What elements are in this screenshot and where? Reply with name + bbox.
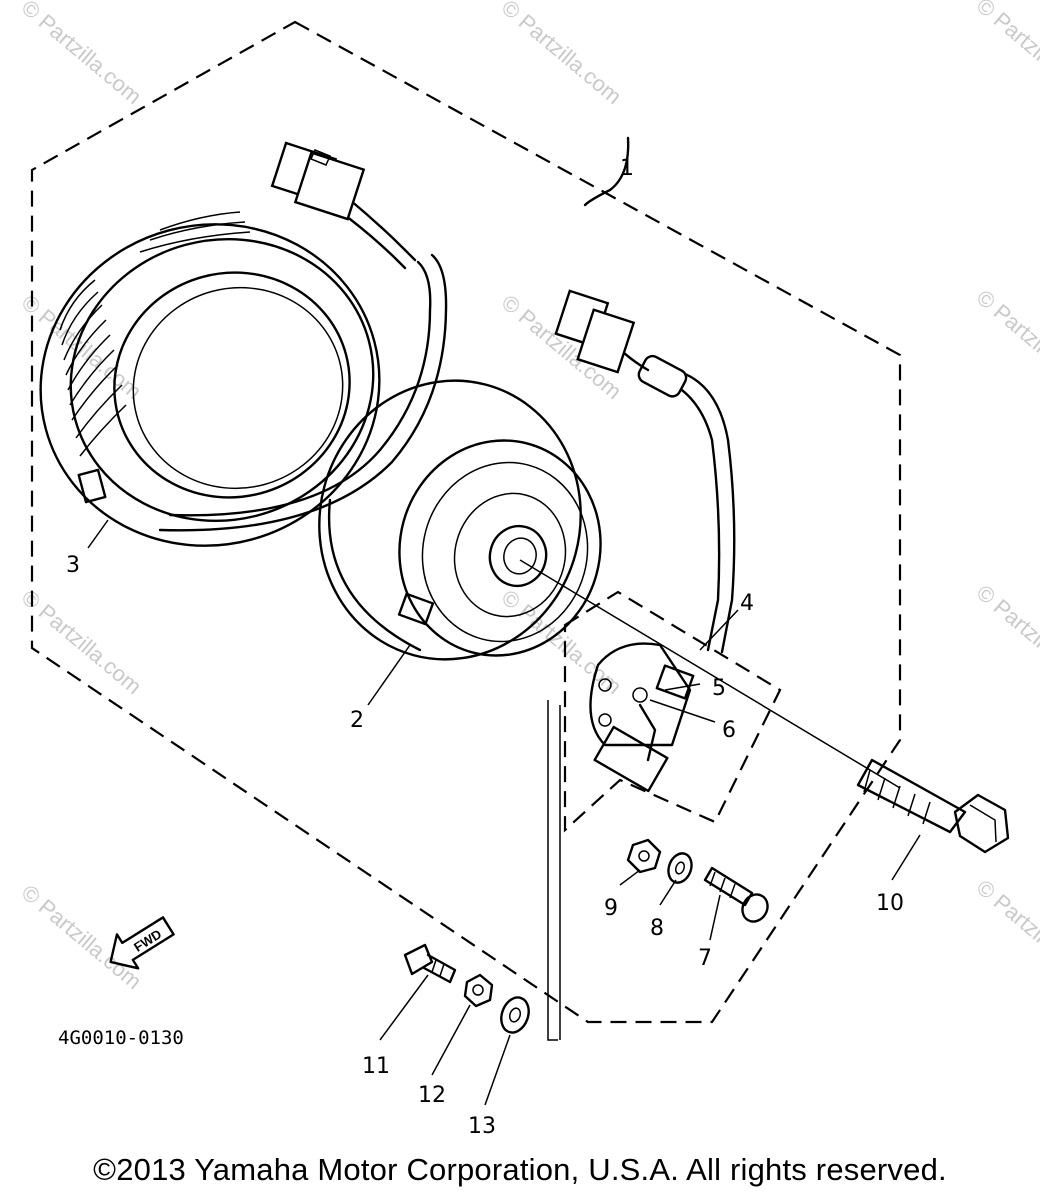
watermark: © Partzilla.com [17, 880, 147, 994]
centerlines [519, 559, 901, 1041]
pickup-coil [589, 642, 695, 793]
callout-4: 4 [740, 591, 754, 616]
callout-1: 1 [620, 156, 634, 181]
callout-9: 9 [604, 896, 618, 921]
washer-13 [500, 996, 530, 1034]
watermark: © Partzilla.com [17, 0, 147, 109]
watermarks: © Partzilla.com © Partzilla.com © Partzi… [17, 0, 1040, 994]
callout-11: 11 [362, 1054, 390, 1079]
watermark: © Partzilla.com [497, 585, 627, 699]
callout-2: 2 [350, 708, 364, 733]
bolt-11 [403, 943, 457, 984]
stator-coil [39, 211, 381, 547]
leader-lines [87, 519, 921, 1106]
watermark: © Partzilla.com [497, 0, 627, 109]
pickup-sub-boundary [563, 590, 782, 833]
callout-5: 5 [712, 676, 726, 701]
stator-wire [158, 141, 448, 532]
drawing-code: 4G0010-0130 [58, 1027, 184, 1049]
callout-13: 13 [468, 1114, 496, 1139]
callout-3: 3 [66, 553, 80, 578]
watermark: © Partzilla.com [972, 285, 1040, 399]
screw-7 [703, 866, 769, 923]
callout-12: 12 [418, 1083, 446, 1108]
watermark: © Partzilla.com [972, 580, 1040, 694]
washer-8 [667, 852, 693, 884]
callout-6: 6 [722, 718, 736, 743]
pickup-wire [554, 289, 736, 654]
watermark: © Partzilla.com [972, 875, 1040, 989]
assembly-boundary [30, 20, 902, 1024]
callout-10: 10 [876, 891, 904, 916]
copyright-notice: ©2013 Yamaha Motor Corporation, U.S.A. A… [93, 1152, 947, 1187]
rotor-flywheel [318, 379, 602, 661]
watermark: © Partzilla.com [17, 585, 147, 699]
callout-8: 8 [650, 916, 664, 941]
watermark: © Partzilla.com [972, 0, 1040, 107]
callout-7: 7 [698, 946, 712, 971]
bolt-10 [856, 758, 1010, 854]
assembly-bracket [583, 136, 630, 207]
nut-9 [626, 838, 662, 874]
nut-12 [463, 973, 494, 1008]
